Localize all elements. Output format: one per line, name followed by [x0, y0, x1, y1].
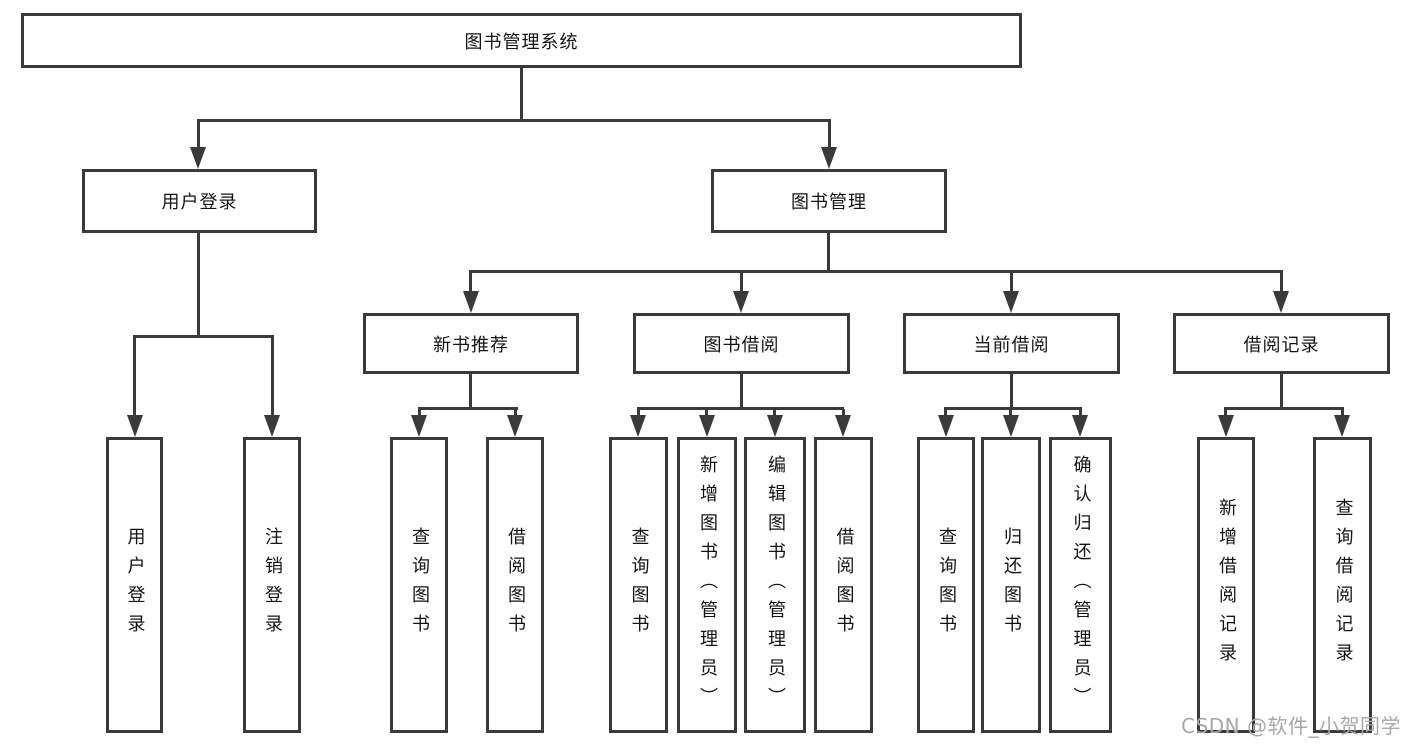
connector-currentborrow-branch [944, 407, 1082, 410]
connector-leaf-login-drop [133, 337, 136, 417]
leaf-query-book-borrow-label: 查询图书 [628, 527, 650, 643]
leaf-query-book-recommend-label: 查询图书 [409, 527, 430, 643]
arrowhead-leaf-logout [264, 415, 280, 437]
connector-borrowrecord-drop [1280, 272, 1283, 293]
leaf-query-book-current-label: 查询图书 [936, 527, 957, 643]
leaf-add-borrow-record: 新增借阅记录 [1197, 437, 1255, 733]
arrowhead-br-child2 [1334, 415, 1350, 437]
connector-nb-child2-drop [514, 409, 517, 417]
connector-bookborrow-drop [740, 272, 743, 293]
leaf-confirm-return-admin-label: 确认归还（管理员） [1070, 454, 1092, 716]
connector-nb-child1-drop [418, 409, 421, 417]
connector-bb-child4-drop [842, 409, 845, 417]
arrowhead-nb-child2 [507, 415, 523, 437]
arrowhead-nb-child1 [411, 415, 427, 437]
connector-cb-child1-drop [944, 409, 947, 417]
arrowhead-newbook [463, 291, 479, 313]
arrowhead-bb-child1 [630, 415, 646, 437]
arrowhead-userlogin [190, 147, 206, 169]
arrowhead-borrowrecord [1273, 291, 1289, 313]
connector-root-branch [197, 119, 831, 122]
connector-newbook-branch [418, 407, 518, 410]
connector-bb-child3-drop [773, 409, 776, 417]
connector-br-child1-drop [1224, 409, 1227, 417]
leaf-query-book-current: 查询图书 [917, 437, 975, 733]
arrowhead-bookmgmt [821, 147, 837, 169]
node-library-system: 图书管理系统 [21, 13, 1022, 68]
connector-bb-child2-drop [705, 409, 708, 417]
connector-cb-child2-drop [1009, 409, 1012, 417]
leaf-logout-label: 注销登录 [262, 527, 283, 643]
connector-borrowrecord-branch [1224, 407, 1344, 410]
leaf-add-borrow-record-label: 新增借阅记录 [1216, 498, 1237, 672]
arrowhead-bb-child3 [767, 415, 783, 437]
connector-bb-child1-drop [637, 409, 640, 417]
leaf-confirm-return-admin: 确认归还（管理员） [1049, 437, 1112, 733]
arrowhead-bb-child4 [835, 415, 851, 437]
leaf-query-book-borrow: 查询图书 [609, 437, 668, 733]
leaf-return-book: 归还图书 [981, 437, 1041, 733]
leaf-query-book-recommend: 查询图书 [390, 437, 448, 733]
leaf-add-book-admin-label: 新增图书（管理员） [697, 454, 718, 716]
connector-userlogin-stem [197, 231, 200, 338]
connector-root-stem [520, 66, 523, 122]
connector-currentborrow-stem [1010, 372, 1013, 410]
leaf-logout: 注销登录 [243, 437, 301, 733]
arrowhead-bb-child2 [699, 415, 715, 437]
leaf-borrow-book-label: 借阅图书 [833, 527, 855, 643]
node-book-borrow: 图书借阅 [633, 313, 850, 374]
arrowhead-bookborrow [733, 291, 749, 313]
leaf-edit-book-admin-label: 编辑图书（管理员） [765, 454, 786, 716]
leaf-return-book-label: 归还图书 [1001, 527, 1022, 643]
leaf-query-borrow-record: 查询借阅记录 [1313, 437, 1372, 733]
connector-bookmgmt-drop [828, 121, 831, 149]
connector-currentborrow-drop [1010, 272, 1013, 293]
node-user-login: 用户登录 [82, 169, 317, 233]
connector-leaf-logout-drop [271, 337, 274, 417]
connector-borrowrecord-stem [1280, 372, 1283, 410]
leaf-borrow-book-recommend: 借阅图书 [486, 437, 544, 733]
leaf-borrow-book-recommend-label: 借阅图书 [505, 527, 526, 643]
node-borrow-record: 借阅记录 [1173, 313, 1390, 374]
arrowhead-cb-child3 [1072, 415, 1088, 437]
arrowhead-currentborrow [1003, 291, 1019, 313]
node-book-management: 图书管理 [711, 169, 947, 233]
connector-bookborrow-stem [740, 372, 743, 410]
connector-newbook-stem [469, 372, 472, 410]
connector-userlogin-drop [197, 121, 200, 149]
csdn-watermark: CSDN @软件_小贺同学 [1181, 714, 1401, 738]
arrowhead-br-child1 [1218, 415, 1234, 437]
connector-newbook-drop [469, 272, 472, 293]
leaf-edit-book-admin: 编辑图书（管理员） [744, 437, 806, 733]
connector-bookmgmt-stem [827, 231, 830, 273]
leaf-add-book-admin: 新增图书（管理员） [677, 437, 737, 733]
node-current-borrow: 当前借阅 [903, 313, 1120, 374]
arrowhead-cb-child2 [1003, 415, 1019, 437]
connector-userlogin-branch [133, 335, 274, 338]
node-new-book-recommend: 新书推荐 [363, 313, 579, 374]
leaf-query-borrow-record-label: 查询借阅记录 [1332, 498, 1354, 672]
connector-cb-child3-drop [1079, 409, 1082, 417]
arrowhead-cb-child1 [938, 415, 954, 437]
leaf-borrow-book: 借阅图书 [814, 437, 873, 733]
connector-bookborrow-branch [637, 407, 844, 410]
arrowhead-leaf-login [127, 415, 143, 437]
connector-br-child2-drop [1341, 409, 1344, 417]
connector-level2-branch [469, 270, 1283, 273]
leaf-user-login-label: 用户登录 [124, 527, 146, 643]
leaf-user-login: 用户登录 [106, 437, 163, 733]
